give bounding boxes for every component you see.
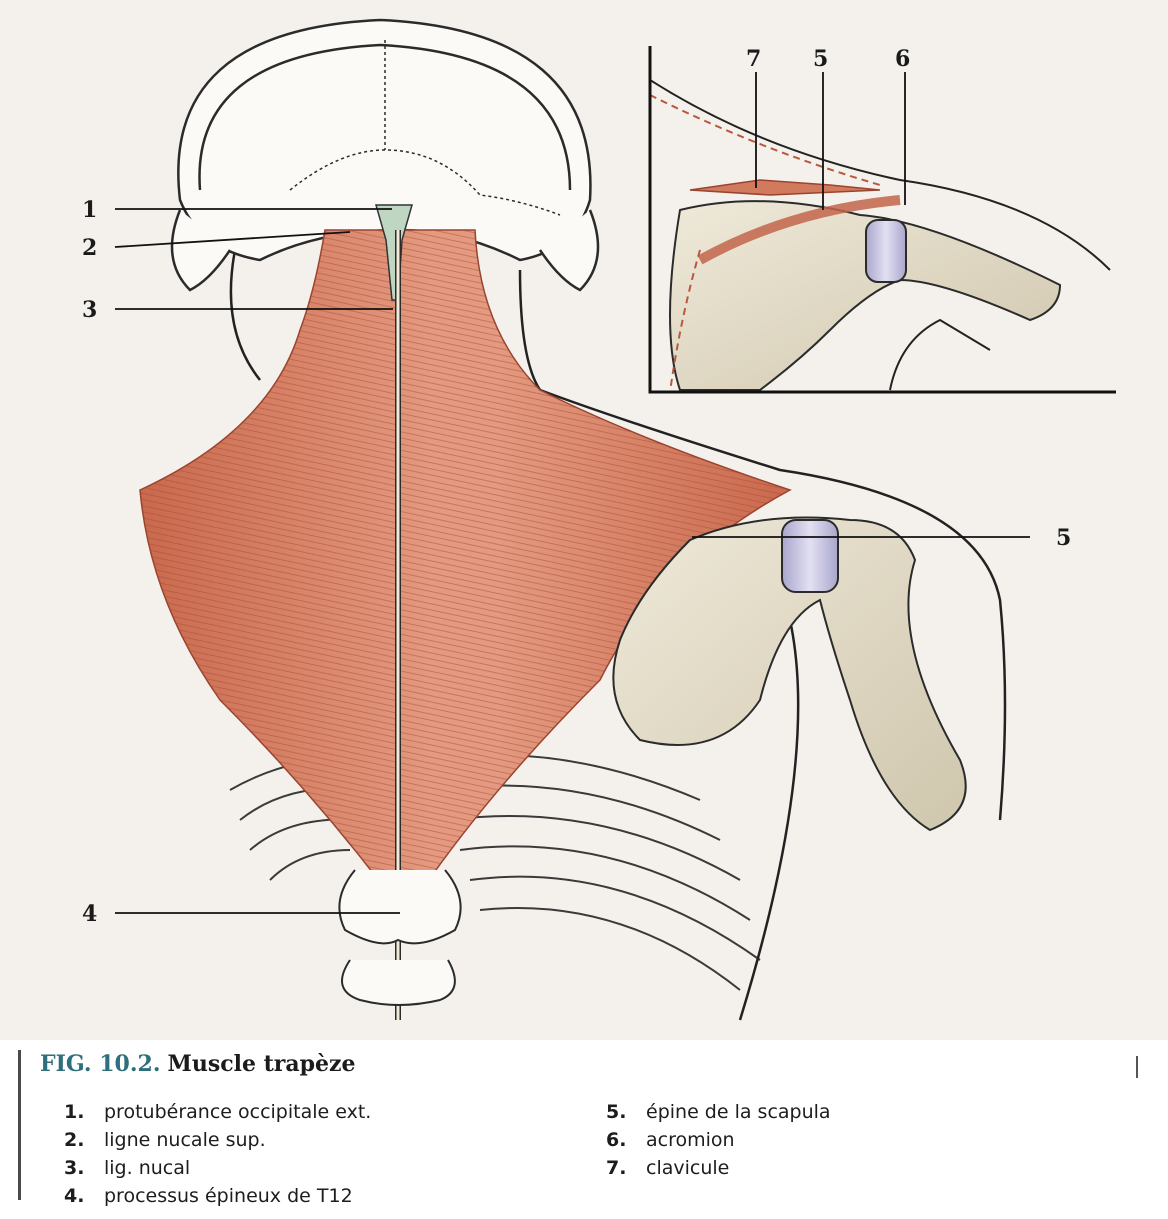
figure-caption: FIG. 10.2. Muscle trapèze 1.protubérance… — [40, 1050, 356, 1079]
caption-rule — [18, 1050, 21, 1200]
legend-left: 1.protubérance occipitale ext. 2.ligne n… — [64, 1098, 371, 1210]
inset-shoulder-detail — [650, 46, 1116, 392]
legend-item: 4.processus épineux de T12 — [64, 1182, 371, 1210]
legend-item: 3.lig. nucal — [64, 1154, 371, 1182]
figure-number: FIG. 10.2. — [40, 1051, 160, 1077]
legend-item: 7.clavicule — [606, 1154, 831, 1182]
legend-right: 5.épine de la scapula 6.acromion 7.clavi… — [606, 1098, 831, 1182]
callout-3: 3 — [82, 299, 97, 321]
legend-item: 1.protubérance occipitale ext. — [64, 1098, 371, 1126]
callout-5: 5 — [1056, 527, 1071, 549]
caption-right-mark — [1136, 1056, 1138, 1078]
inset-callout-7: 7 — [746, 48, 761, 70]
figure-name: Muscle trapèze — [167, 1051, 355, 1077]
callout-1: 1 — [82, 199, 97, 221]
figure-title: FIG. 10.2. Muscle trapèze — [40, 1050, 356, 1079]
legend-item: 5.épine de la scapula — [606, 1098, 831, 1126]
callout-2: 2 — [82, 237, 97, 259]
inset-callout-6: 6 — [895, 48, 910, 70]
anatomy-illustration — [0, 0, 1168, 1040]
legend-item: 6.acromion — [606, 1126, 831, 1154]
legend-item: 2.ligne nucale sup. — [64, 1126, 371, 1154]
callout-4: 4 — [82, 903, 97, 925]
inset-callout-5: 5 — [813, 48, 828, 70]
